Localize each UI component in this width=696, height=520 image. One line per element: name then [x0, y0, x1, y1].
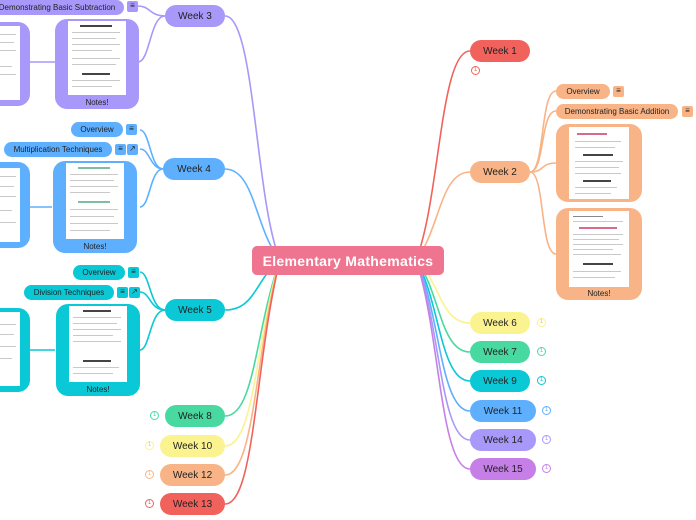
- notes-icon[interactable]: ≡: [682, 106, 693, 117]
- notes-label: Notes!: [587, 289, 611, 298]
- collapse-toggle-icon[interactable]: 1: [150, 411, 159, 420]
- notes-icon[interactable]: ≡: [117, 287, 128, 298]
- notes-icon[interactable]: ≡: [613, 86, 624, 97]
- week-3-node[interactable]: Week 3: [165, 5, 225, 27]
- handwritten-notes-image: [569, 127, 629, 199]
- week-4-image-card[interactable]: Notes!: [53, 161, 137, 253]
- notes-label: Notes!: [83, 242, 107, 251]
- week-3-image-card-partial[interactable]: [0, 22, 30, 106]
- week-12-node[interactable]: Week 12: [160, 464, 225, 486]
- week-9-node[interactable]: Week 9: [470, 370, 530, 392]
- week-5-topic[interactable]: Division Techniques: [24, 285, 114, 300]
- collapse-toggle-icon[interactable]: 1: [537, 318, 546, 327]
- handwritten-notes-image: [69, 306, 127, 382]
- week-11-node[interactable]: Week 11: [470, 400, 536, 422]
- handwritten-notes-image: [68, 21, 126, 95]
- week-5-node[interactable]: Week 5: [165, 299, 225, 321]
- week-2-node[interactable]: Week 2: [470, 161, 530, 183]
- week-8-node[interactable]: Week 8: [165, 405, 225, 427]
- notes-label: Notes!: [86, 385, 110, 394]
- handwritten-notes-image: [0, 168, 20, 242]
- notes-icon[interactable]: ≡: [115, 144, 126, 155]
- collapse-toggle-icon[interactable]: 1: [537, 376, 546, 385]
- week-5-image-card[interactable]: Notes!: [56, 304, 140, 396]
- handwritten-notes-image: [0, 26, 20, 100]
- handwritten-notes-image: [0, 312, 20, 386]
- week-10-node[interactable]: Week 10: [160, 435, 225, 457]
- notes-label: Notes!: [85, 98, 109, 107]
- handwritten-notes-image: [569, 211, 629, 287]
- week-15-node[interactable]: Week 15: [470, 458, 536, 480]
- week-2-overview[interactable]: Overview: [556, 84, 610, 99]
- collapse-toggle-icon[interactable]: 1: [537, 347, 546, 356]
- link-icon[interactable]: ↗: [127, 144, 138, 155]
- collapse-toggle-icon[interactable]: 1: [542, 406, 551, 415]
- week-5-overview[interactable]: Overview: [73, 265, 125, 280]
- week-4-overview[interactable]: Overview: [71, 122, 123, 137]
- central-topic[interactable]: Elementary Mathematics: [252, 246, 444, 275]
- week-4-image-card-partial[interactable]: [0, 162, 30, 248]
- collapse-toggle-icon[interactable]: 1: [471, 66, 480, 75]
- week-4-topic[interactable]: Multiplication Techniques: [4, 142, 112, 157]
- week-6-node[interactable]: Week 6: [470, 312, 530, 334]
- week-1-node[interactable]: Week 1: [470, 40, 530, 62]
- week-3-topic[interactable]: Demonstrating Basic Subtraction: [0, 0, 124, 15]
- week-4-node[interactable]: Week 4: [163, 158, 225, 180]
- collapse-toggle-icon[interactable]: 1: [145, 441, 154, 450]
- notes-icon[interactable]: ≡: [128, 267, 139, 278]
- week-2-image-card-1[interactable]: [556, 124, 642, 202]
- collapse-toggle-icon[interactable]: 1: [145, 470, 154, 479]
- notes-icon[interactable]: ≡: [126, 124, 137, 135]
- week-13-node[interactable]: Week 13: [160, 493, 225, 515]
- collapse-toggle-icon[interactable]: 1: [145, 499, 154, 508]
- collapse-toggle-icon[interactable]: 1: [542, 464, 551, 473]
- week-2-image-card-2[interactable]: Notes!: [556, 208, 642, 300]
- week-2-topic[interactable]: Demonstrating Basic Addition: [556, 104, 678, 119]
- handwritten-notes-image: [66, 163, 124, 239]
- link-icon[interactable]: ↗: [129, 287, 140, 298]
- collapse-toggle-icon[interactable]: 1: [542, 435, 551, 444]
- week-3-image-card[interactable]: Notes!: [55, 19, 139, 109]
- week-5-image-card-partial[interactable]: [0, 308, 30, 392]
- notes-icon[interactable]: ≡: [127, 1, 138, 12]
- week-7-node[interactable]: Week 7: [470, 341, 530, 363]
- week-14-node[interactable]: Week 14: [470, 429, 536, 451]
